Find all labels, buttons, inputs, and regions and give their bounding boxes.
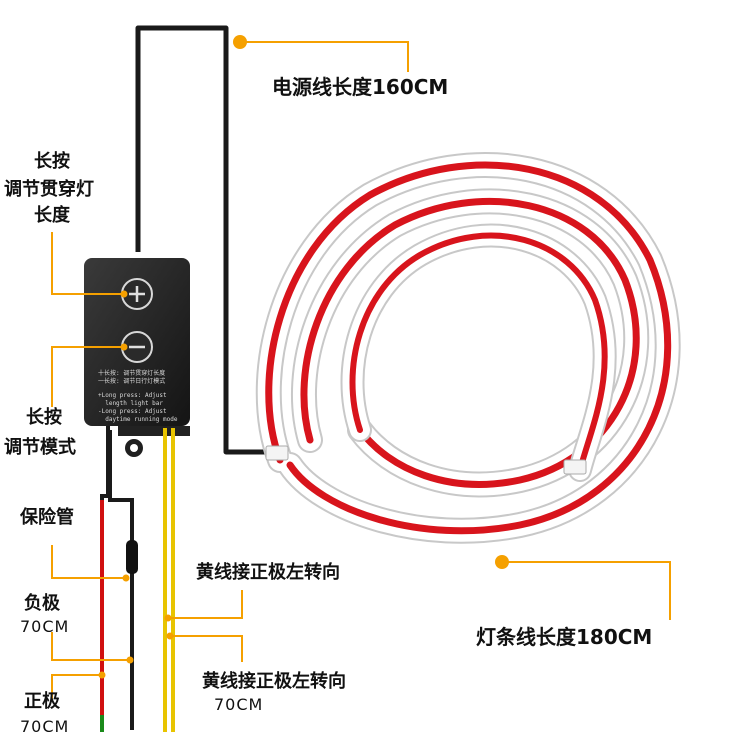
negative-label: 负极 bbox=[24, 593, 60, 614]
black-wire bbox=[108, 430, 134, 730]
positive-label: 正极 bbox=[24, 691, 60, 712]
power-cable-label: 电源线长度160CM bbox=[272, 75, 449, 99]
negative-length-label: 70CM bbox=[20, 617, 70, 636]
callout-dots bbox=[98, 35, 509, 679]
yellow-wire-label-2: 黄线接正极左转向 bbox=[202, 671, 346, 692]
adjust-length-label-2: 长度 bbox=[34, 205, 70, 226]
yellow-wire-label-1: 黄线接正极左转向 bbox=[196, 562, 340, 583]
strip-end-cap bbox=[563, 459, 587, 475]
long-press-label-2: 长按 bbox=[26, 407, 62, 428]
fuse-label: 保险管 bbox=[20, 507, 74, 528]
adjust-mode-label: 调节模式 bbox=[4, 437, 76, 458]
controller-en-text: +Long press: Adjust length light bar -Lo… bbox=[98, 392, 178, 423]
strip-length-label: 灯条线长度180CM bbox=[476, 625, 653, 649]
strip-connector bbox=[265, 445, 289, 461]
adjust-length-label-1: 调节贯穿灯 bbox=[4, 179, 94, 200]
yellow-wire-length-label: 70CM bbox=[214, 695, 264, 714]
long-press-label-1: 长按 bbox=[34, 151, 70, 172]
power-cable bbox=[135, 25, 268, 455]
callouts bbox=[51, 41, 671, 700]
positive-length-label: 70CM bbox=[20, 717, 70, 736]
controller-cn-text: 十长按: 调节贯穿灯长度 一长按: 调节日行灯模式 bbox=[98, 370, 166, 385]
led-strip-coil bbox=[255, 152, 681, 544]
fuse-holder bbox=[126, 540, 138, 574]
